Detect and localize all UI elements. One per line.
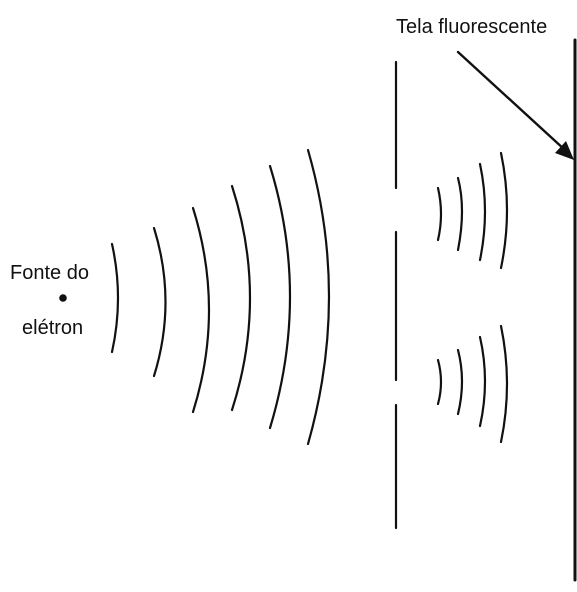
- lower-slit-wave-4: [499, 324, 509, 444]
- wavefront-3: [191, 206, 211, 414]
- wavefront-4: [230, 184, 252, 412]
- upper-slit-wave-4: [499, 151, 509, 270]
- lower-slit-wave-3: [478, 335, 487, 428]
- upper-slit-wave-1: [436, 186, 443, 242]
- screen-label: Tela fluorescente: [396, 16, 548, 38]
- source-label-line1: Fonte do: [10, 262, 89, 284]
- wavefront-1: [110, 242, 120, 354]
- lower-slit-wave-2: [456, 348, 464, 416]
- wavefront-6: [306, 148, 331, 446]
- electron-source-dot: [59, 294, 67, 302]
- screen-arrow-shaft: [456, 50, 567, 152]
- wavefront-5: [268, 164, 292, 430]
- source-label-line2: elétron: [22, 317, 84, 339]
- lower-slit-wave-1: [436, 358, 443, 406]
- wavefront-2: [152, 226, 167, 378]
- upper-slit-wave-3: [478, 162, 487, 262]
- screen-arrow-head: [555, 141, 574, 160]
- upper-slit-wave-2: [456, 176, 464, 252]
